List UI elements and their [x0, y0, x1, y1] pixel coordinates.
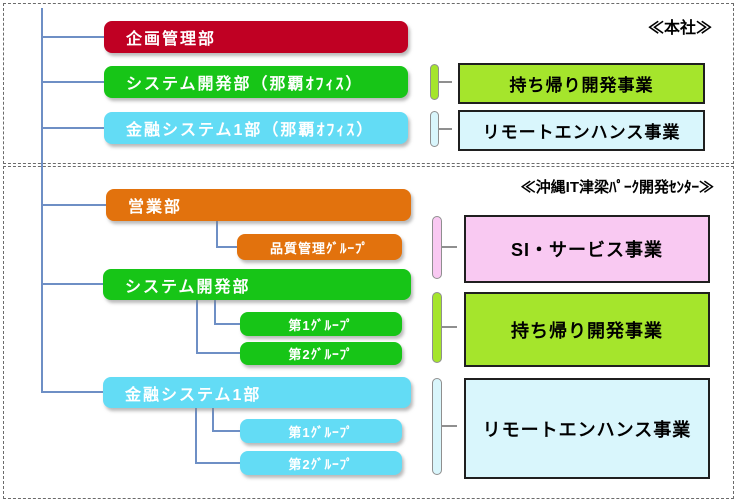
- headquarters-label: ≪本社≫: [647, 20, 712, 37]
- section-headquarters-frame: [3, 3, 734, 164]
- connector-elbow: [212, 430, 240, 432]
- brace-tick: [439, 81, 452, 83]
- dept-system-dev: システム開発部: [103, 269, 411, 300]
- connector-elbow: [196, 352, 240, 354]
- brace-remote-hq: [430, 111, 439, 147]
- connector-line: [42, 204, 106, 206]
- brace-remote-park: [432, 378, 442, 475]
- dept-system-dev-naha-office: システム開発部（那覇ｵﾌｨｽ）: [104, 66, 408, 98]
- connector-spine: [41, 8, 43, 393]
- group-sysdev-1: 第1ｸﾞﾙｰﾌﾟ: [240, 312, 402, 336]
- connector-line: [42, 81, 104, 83]
- dept-financial-system1-naha-office: 金融システム1部（那覇ｵﾌｨｽ）: [104, 112, 408, 144]
- brace-tick: [439, 128, 452, 130]
- business-takeout-dev-hq: 持ち帰り開発事業: [458, 63, 705, 104]
- connector-elbow: [216, 246, 237, 248]
- park-center-label: ≪沖縄IT津梁ﾊﾟｰｸ開発ｾﾝﾀｰ≫: [520, 179, 714, 196]
- connector-line: [42, 127, 104, 129]
- connector-elbow: [214, 323, 240, 325]
- connector-elbow: [195, 462, 240, 464]
- dept-financial-system1: 金融システム1部: [103, 377, 411, 408]
- connector-elbow: [195, 408, 197, 464]
- connector-elbow: [196, 300, 198, 354]
- business-si-service: SI・サービス事業: [464, 215, 710, 283]
- dept-planning-management: 企画管理部: [104, 21, 408, 53]
- business-takeout-dev-park: 持ち帰り開発事業: [464, 292, 710, 367]
- brace-takeout-hq: [430, 64, 439, 100]
- brace-takeout-park: [432, 292, 442, 363]
- brace-tick: [442, 326, 457, 328]
- group-finance-1: 第1ｸﾞﾙｰﾌﾟ: [240, 419, 402, 443]
- connector-line: [42, 36, 104, 38]
- group-quality-management: 品質管理ｸﾞﾙｰﾌﾟ: [237, 234, 402, 260]
- dept-sales: 営業部: [106, 189, 411, 221]
- connector-elbow: [216, 221, 218, 248]
- connector-line: [42, 283, 103, 285]
- connector-line: [42, 391, 103, 393]
- section-park-center-frame: [3, 166, 734, 499]
- group-sysdev-2: 第2ｸﾞﾙｰﾌﾟ: [240, 342, 402, 365]
- brace-tick: [442, 246, 457, 248]
- connector-elbow: [212, 408, 214, 432]
- brace-tick: [442, 425, 457, 427]
- connector-elbow: [214, 300, 216, 325]
- group-finance-2: 第2ｸﾞﾙｰﾌﾟ: [240, 451, 402, 475]
- brace-si-service: [432, 216, 442, 279]
- business-remote-enhance-hq: リモートエンハンス事業: [458, 110, 705, 151]
- business-remote-enhance-park: リモートエンハンス事業: [464, 378, 710, 479]
